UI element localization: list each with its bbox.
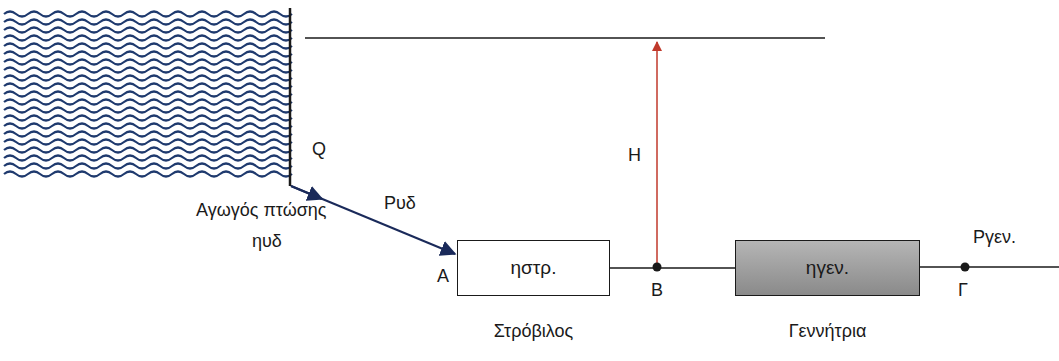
wave-line: [4, 20, 292, 25]
wave-line: [4, 36, 292, 41]
wave-line: [4, 76, 292, 81]
wave-line: [4, 172, 292, 177]
flow-arrow: [291, 186, 322, 199]
shaft-line: [610, 267, 735, 269]
power-symbol: Pγεν.: [973, 228, 1016, 248]
wave-line: [4, 92, 292, 97]
part-name: Αγωγός πτώσης: [196, 201, 327, 221]
wave-line: [4, 164, 292, 169]
turbine-box: ηστρ.Στρόβιλος: [457, 240, 610, 296]
efficiency-symbol: ηυδ: [252, 232, 282, 252]
water-reservoir: [4, 12, 292, 177]
component-name: Γεννήτρια: [789, 321, 867, 342]
wave-line: [4, 108, 292, 113]
power-symbol: Pυδ: [384, 194, 416, 214]
component-name: Στρόβιλος: [494, 321, 573, 342]
wave-line: [4, 132, 292, 137]
wave-line: [4, 100, 292, 105]
point-dot: [961, 263, 970, 272]
wave-line: [4, 68, 292, 73]
head-arrow: [656, 42, 658, 267]
wave-line: [4, 12, 292, 17]
point-label: Α: [437, 267, 449, 287]
wave-line: [4, 140, 292, 145]
wave-line: [4, 124, 292, 129]
efficiency-label: ηγεν.: [806, 257, 849, 279]
wave-line: [4, 52, 292, 57]
wave-line: [4, 84, 292, 89]
wave-line: [4, 28, 292, 33]
efficiency-label: ηστρ.: [511, 257, 557, 279]
wave-line: [4, 148, 292, 153]
water-level-line: [305, 37, 825, 39]
head-symbol: H: [628, 146, 641, 166]
wave-line: [4, 156, 292, 161]
flow-symbol: Q: [312, 140, 326, 160]
generator-box: ηγεν.Γεννήτρια: [735, 240, 920, 296]
point-label: Β: [651, 281, 663, 301]
wave-line: [4, 60, 292, 65]
wave-line: [4, 44, 292, 49]
point-dot: [653, 263, 662, 272]
point-label: Γ: [958, 281, 968, 301]
dam-wall: [289, 8, 292, 186]
wave-line: [4, 116, 292, 121]
output-line: [920, 266, 1059, 268]
